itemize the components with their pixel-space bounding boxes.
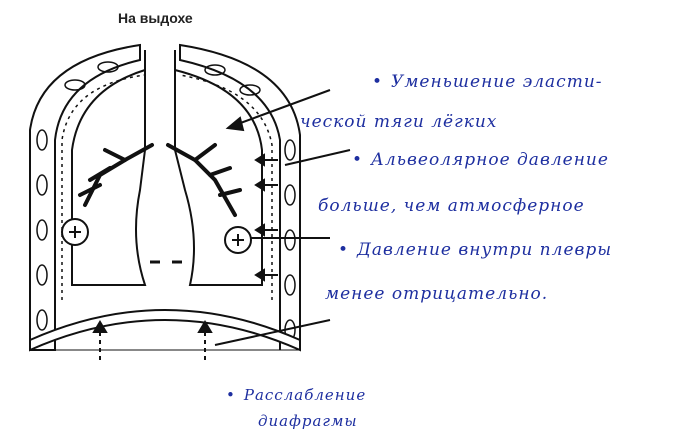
left-lung [72, 70, 145, 285]
note-diaphragm: • Расслабление [226, 386, 366, 404]
bullet-icon: • [352, 150, 363, 170]
note-pleural-pressure-2: менее отрицательно. [325, 284, 548, 304]
ribs-left [37, 62, 118, 330]
bullet-icon: • [338, 240, 349, 260]
note-elastic-recoil: • Уменьшение эласти- [372, 72, 603, 92]
alveolus-left [62, 219, 88, 245]
alveolus-right [225, 227, 251, 253]
ribs-right [205, 65, 295, 340]
pleural-arrows [256, 155, 278, 280]
chest-wall [30, 45, 140, 350]
bullet-icon: • [226, 386, 236, 404]
pleura-left [62, 75, 145, 300]
diaphragm [30, 310, 300, 350]
note-alveolar-pressure-line1: Альвеолярное давление [371, 150, 609, 170]
bronchi [80, 145, 240, 215]
trachea [145, 50, 175, 140]
note-elastic-recoil-line1: Уменьшение эласти- [391, 72, 602, 92]
bullet-icon: • [372, 72, 383, 92]
note-elastic-recoil-2: ческой тяги лёгких [300, 112, 497, 132]
note-diaphragm-line1: Расслабление [244, 386, 366, 404]
diaphragm-arrows [94, 322, 211, 360]
note-alveolar-pressure: • Альвеолярное давление [352, 150, 609, 170]
note-alveolar-pressure-2: больше, чем атмосферное [318, 196, 585, 216]
right-lung [175, 70, 262, 285]
note-pleural-pressure: • Давление внутри плевры [338, 240, 612, 260]
note-pleural-pressure-line1: Давление внутри плевры [357, 240, 612, 260]
note-diaphragm-2: диафрагмы [258, 412, 358, 430]
